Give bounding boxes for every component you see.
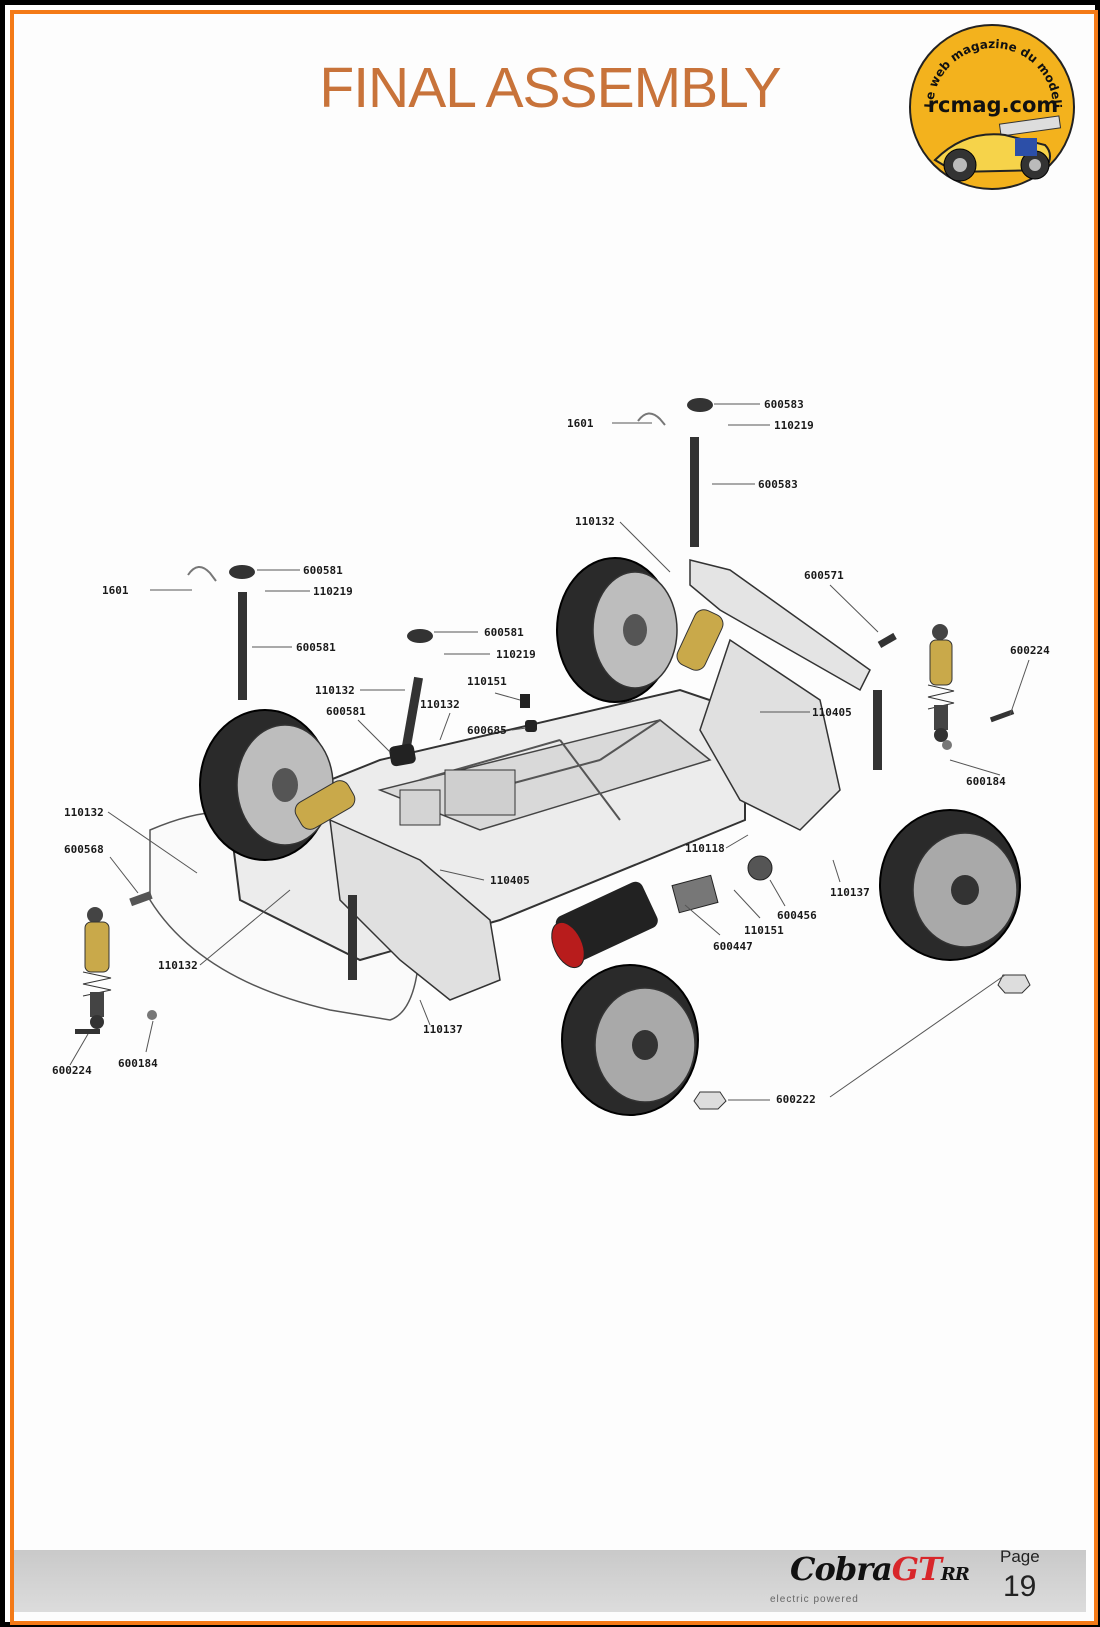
nut-600184-left: [147, 1010, 157, 1020]
footer-bar: [14, 1550, 1086, 1612]
part-label: 110132: [64, 806, 104, 819]
motor: [551, 881, 658, 969]
part-label: 110137: [830, 886, 870, 899]
part-label: 110118: [685, 842, 725, 855]
part-label: 600224: [1010, 644, 1050, 657]
part-label: 600581: [484, 626, 524, 639]
part-label: 110151: [467, 675, 507, 688]
brand-tagline: electric powered: [770, 1594, 859, 1605]
page-label: Page: [1000, 1547, 1040, 1566]
body-clip-left: [187, 566, 217, 582]
brand-logo: CobraGTRR: [790, 1550, 970, 1588]
body-post-rear-right: [873, 690, 882, 770]
part-label: 600447: [713, 940, 753, 953]
motor-mount: [671, 874, 719, 914]
screw-110151: [520, 694, 530, 708]
ball-stud-600571: [877, 632, 897, 648]
part-label: 110132: [575, 515, 615, 528]
part-label: 110132: [158, 959, 198, 972]
washer-600583: [687, 398, 713, 412]
part-label: 110132: [420, 698, 460, 711]
logo-site-text: rcmag.com: [928, 93, 1059, 117]
part-label: 110405: [812, 706, 852, 719]
body-post-rear-top: [690, 437, 699, 547]
nut-600685: [525, 720, 537, 732]
part-label: 1601: [102, 584, 129, 597]
leader-lines: [69, 403, 1030, 1101]
washer-600581-b: [407, 629, 433, 643]
part-label: 600583: [764, 398, 804, 411]
chassis-braces: [419, 719, 661, 821]
brand-name: Cobra: [790, 1550, 893, 1588]
nut-600184-right: [942, 740, 952, 750]
page-title: FINAL ASSEMBLY: [319, 56, 781, 120]
washer-600581-a: [229, 565, 255, 579]
servo-block: [399, 789, 441, 826]
part-label: 600581: [303, 564, 343, 577]
part-label: 600222: [776, 1093, 816, 1106]
part-label: 600581: [326, 705, 366, 718]
pinion-gear: [747, 855, 773, 881]
brand-suffix: RR: [940, 1564, 970, 1585]
part-label: 600184: [966, 775, 1006, 788]
screw-600224-right: [989, 709, 1015, 723]
part-label: 600571: [804, 569, 844, 582]
shock-front-mounted: [294, 780, 356, 830]
screw-600224-left: [75, 1029, 100, 1034]
part-label: 110405: [490, 874, 530, 887]
part-label: 600583: [758, 478, 798, 491]
shock-rear-mounted: [676, 609, 724, 671]
rear-shock-tower: [689, 559, 871, 692]
part-label: 600685: [467, 724, 507, 737]
part-label: 600184: [118, 1057, 158, 1070]
part-label: 1601: [567, 417, 594, 430]
electronics-box: [444, 769, 516, 816]
shock-loose-right: [927, 624, 955, 742]
rcmag-logo: Le web magazine du modelisme rcmag.com: [905, 20, 1075, 190]
part-label: 600568: [64, 843, 104, 856]
part-label: 110219: [313, 585, 353, 598]
part-label: 600456: [777, 909, 817, 922]
body-post-front-right: [348, 895, 357, 980]
wheel-nut-600222-a: [997, 974, 1031, 994]
part-label: 110219: [496, 648, 536, 661]
body-clip-top: [637, 412, 666, 426]
ball-stud-600568: [129, 891, 153, 907]
shock-loose-left: [82, 907, 112, 1029]
post-mount-600581: [389, 743, 416, 767]
brand-mark: GT: [891, 1550, 942, 1588]
wheel-nut-600222-b: [693, 1091, 727, 1110]
part-label: 110137: [423, 1023, 463, 1036]
page-number: 19: [1003, 1570, 1037, 1603]
part-label: 110132: [315, 684, 355, 697]
part-label: 110151: [744, 924, 784, 937]
part-label: 110219: [774, 419, 814, 432]
part-label: 600581: [296, 641, 336, 654]
part-label: 600224: [52, 1064, 92, 1077]
body-post-front-left: [238, 592, 247, 700]
rear-gearbox: [699, 638, 841, 831]
body-post-front-mid: [401, 676, 424, 748]
